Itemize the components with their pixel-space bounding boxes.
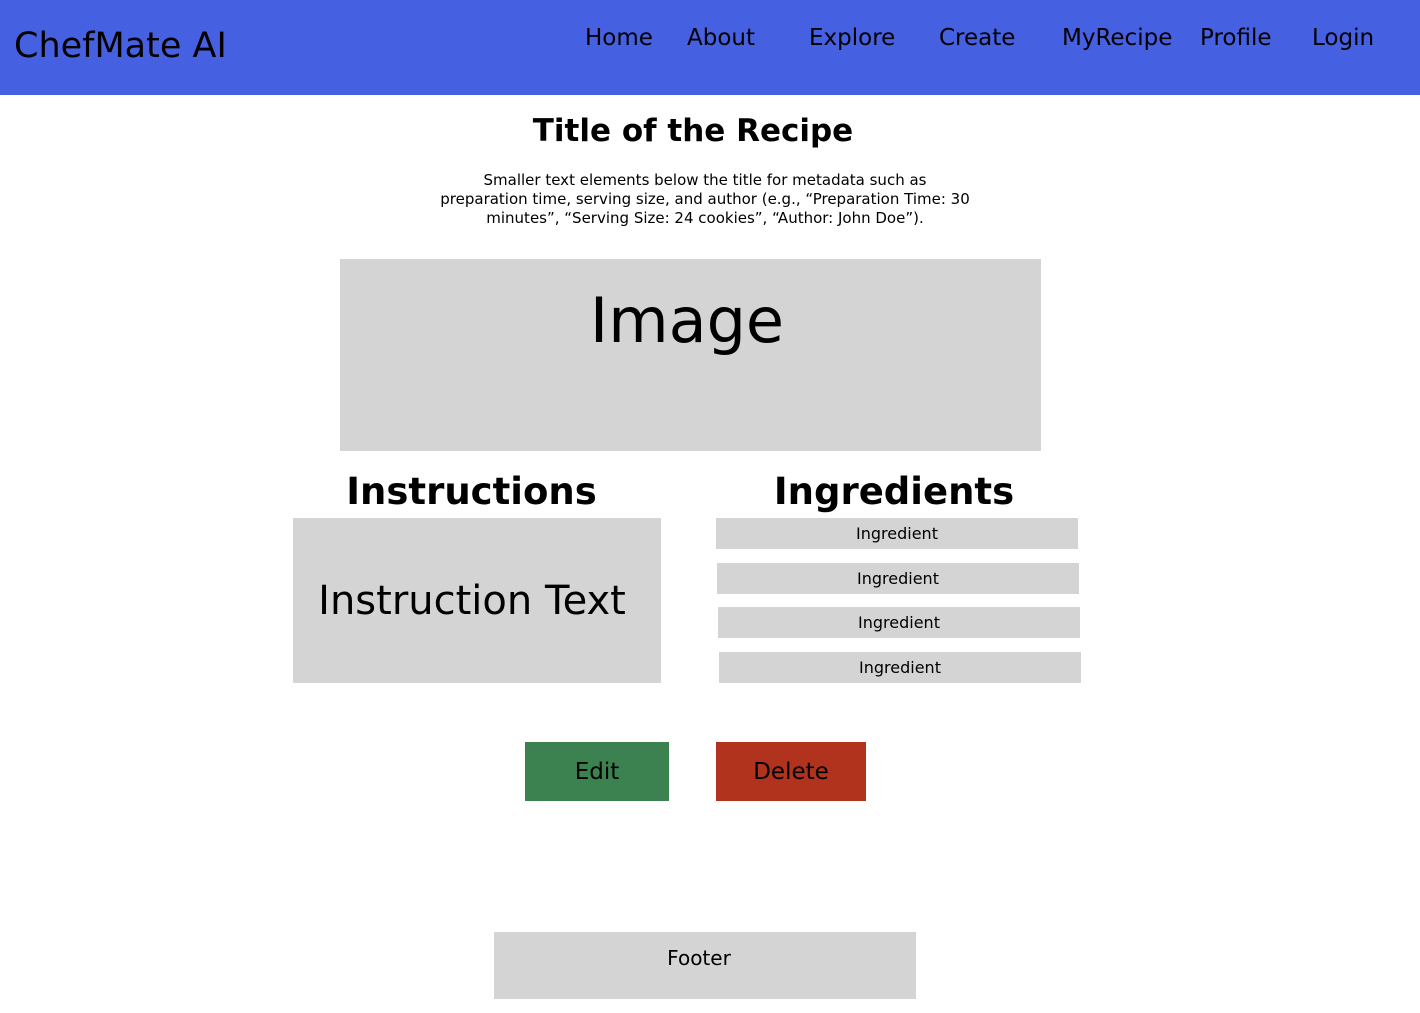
ingredient-item: Ingredient: [718, 607, 1080, 638]
nav-item-myrecipe[interactable]: MyRecipe: [1062, 25, 1173, 51]
recipe-title: Title of the Recipe: [532, 113, 854, 149]
top-nav-bar: ChefMate AI Home About Explore Create My…: [0, 0, 1420, 95]
nav-item-create[interactable]: Create: [939, 25, 1016, 51]
brand-logo-text[interactable]: ChefMate AI: [14, 26, 227, 66]
instruction-text: Instruction Text: [318, 578, 626, 624]
ingredient-item: Ingredient: [719, 652, 1081, 683]
instructions-box: Instruction Text: [293, 518, 661, 683]
nav-item-profile[interactable]: Profile: [1200, 25, 1272, 51]
ingredient-item: Ingredient: [717, 563, 1079, 594]
ingredients-heading: Ingredients: [773, 470, 1015, 513]
nav-item-login[interactable]: Login: [1312, 25, 1375, 51]
delete-button[interactable]: Delete: [716, 742, 866, 801]
recipe-image-placeholder: Image: [340, 259, 1041, 451]
nav-item-explore[interactable]: Explore: [809, 25, 896, 51]
footer: Footer: [494, 932, 916, 999]
recipe-metadata: Smaller text elements below the title fo…: [440, 171, 970, 227]
footer-label: Footer: [667, 946, 731, 970]
instructions-heading: Instructions: [346, 470, 597, 513]
nav-item-home[interactable]: Home: [585, 25, 653, 51]
ingredient-item: Ingredient: [716, 518, 1078, 549]
nav-item-about[interactable]: About: [687, 25, 756, 51]
edit-button[interactable]: Edit: [525, 742, 669, 801]
image-placeholder-label: Image: [589, 284, 785, 357]
